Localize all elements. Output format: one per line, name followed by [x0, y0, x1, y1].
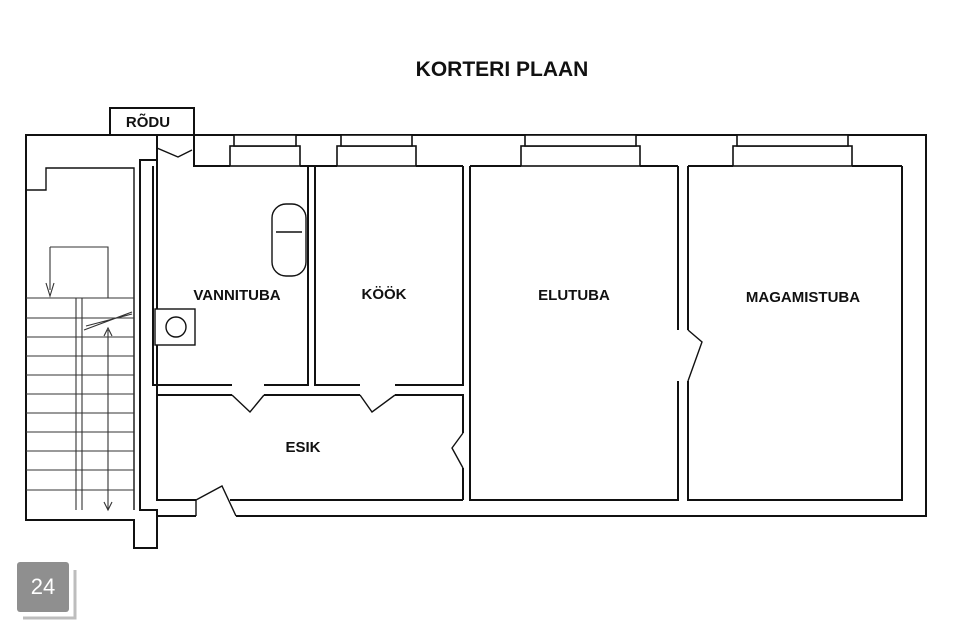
stairwell: [25, 134, 158, 549]
window: [732, 145, 853, 167]
room-label-hallway: ESIK: [285, 439, 320, 456]
page-number: 24: [30, 574, 56, 599]
room-label-kitchen: KÖÖK: [362, 286, 407, 303]
page-number-badge: 24: [17, 562, 77, 620]
room-label-living-room: ELUTUBA: [538, 287, 610, 304]
fixtures: [154, 203, 307, 346]
bathtub-icon: [271, 203, 307, 277]
window: [233, 134, 297, 147]
window: [736, 134, 849, 147]
window: [520, 145, 641, 167]
window: [524, 134, 637, 147]
plan-title: KORTERI PLAAN: [416, 58, 589, 81]
entrance-door: [195, 485, 237, 517]
room-label-bedroom: MAGAMISTUBA: [746, 289, 860, 306]
balcony: RÕDU: [109, 107, 195, 158]
windows: [229, 134, 853, 167]
room-label-bathroom: VANNITUBA: [193, 287, 280, 304]
window: [336, 145, 417, 167]
window: [229, 145, 301, 167]
bedroom-door: [687, 329, 703, 382]
doors: [195, 329, 703, 517]
bathroom-door: [231, 394, 265, 414]
balcony-label: RÕDU: [126, 113, 170, 131]
window: [340, 134, 413, 147]
living-room-door: [451, 432, 464, 469]
kitchen-door: [359, 394, 396, 413]
apartment-walls: [152, 134, 927, 517]
